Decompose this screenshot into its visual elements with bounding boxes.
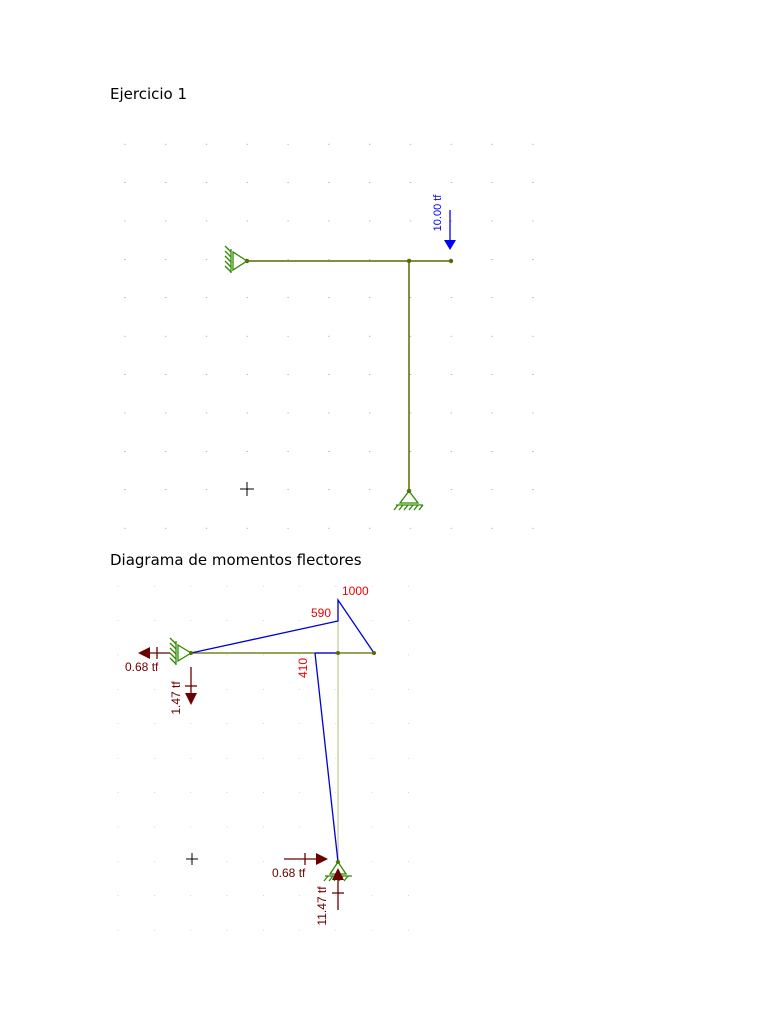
moment-diagram: 1000 590 410 0.68 tf 1.47 tf 0.68 tf <box>112 578 412 936</box>
reaction-arrow-left-horizontal-icon <box>138 647 170 659</box>
moment-diagram-title: Diagrama de momentos flectores <box>110 551 362 569</box>
origin-crosshair-icon <box>240 482 254 496</box>
moment-curve <box>190 597 375 863</box>
reaction-left-vertical-label: 1.47 tf <box>169 681 183 715</box>
origin-crosshair-icon <box>186 853 198 865</box>
grid-dots <box>118 138 536 534</box>
reaction-arrow-left-vertical-icon <box>185 667 197 705</box>
point-load-arrow-icon <box>444 210 456 250</box>
moment-label-peak: 1000 <box>342 584 369 598</box>
reaction-arrow-base-vertical-icon <box>332 868 344 910</box>
left-support-icon <box>169 637 193 665</box>
moment-label-column-top: 410 <box>296 658 310 678</box>
moment-label-beam-left: 590 <box>311 606 331 620</box>
exercise-title: Ejercicio 1 <box>110 85 188 103</box>
reaction-base-horizontal-label: 0.68 tf <box>272 866 306 880</box>
base-support-icon <box>393 489 424 511</box>
reaction-left-horizontal-label: 0.68 tf <box>125 660 159 674</box>
reaction-arrow-base-horizontal-icon <box>284 853 328 865</box>
point-load-label: 10.00 tf <box>432 194 444 232</box>
structure-diagram: 10.00 tf <box>118 138 536 534</box>
left-support-icon <box>224 245 249 273</box>
reaction-base-vertical-label: 11.47 tf <box>315 886 329 926</box>
grid-dots <box>112 578 412 936</box>
